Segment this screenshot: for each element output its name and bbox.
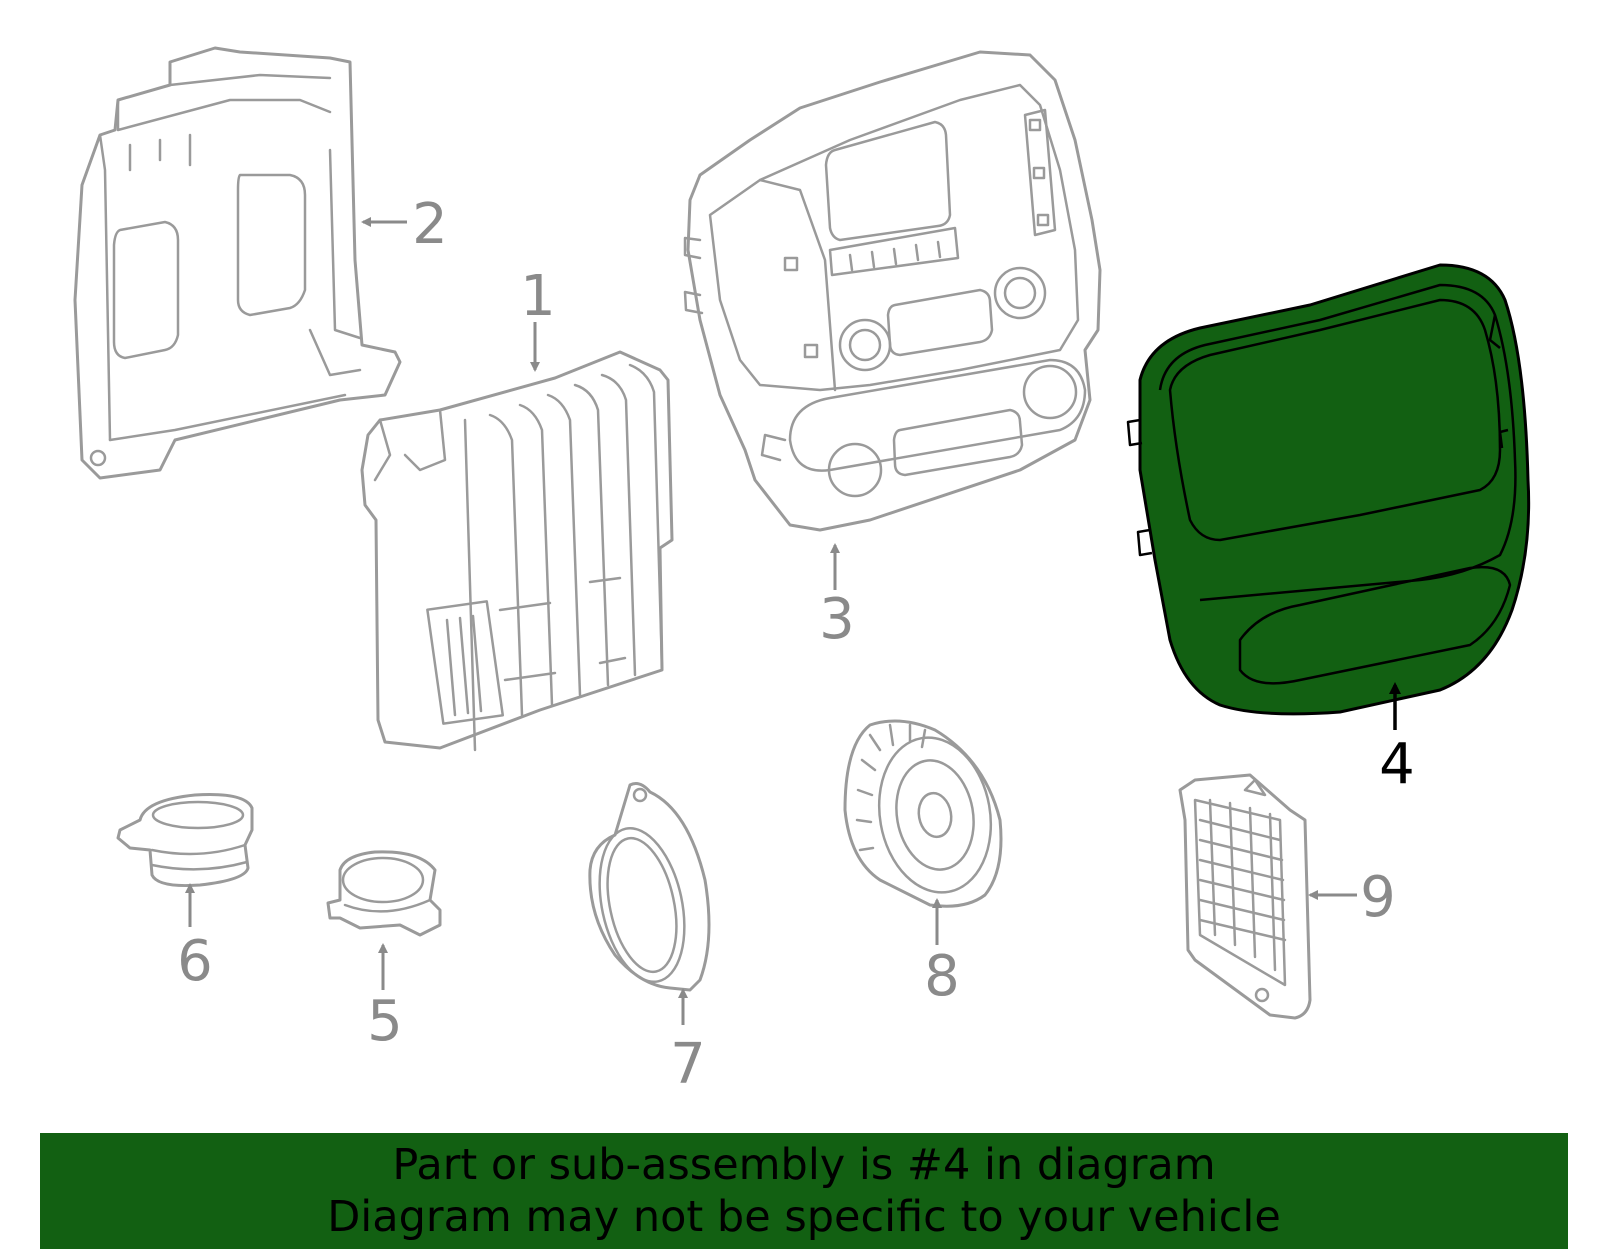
callout-7: 7 [670,1032,706,1097]
callout-3: 3 [819,587,855,652]
part-1-module [360,350,674,752]
info-banner: Part or sub-assembly is #4 in diagram Di… [40,1133,1568,1249]
parts-diagram: 1 2 3 4 5 6 7 8 9 [73,46,1531,1097]
part-4-bezel [1126,263,1531,716]
callout-8: 8 [924,944,960,1009]
callout-2: 2 [412,192,448,257]
callout-1: 1 [520,264,556,329]
part-6-speaker [116,793,254,887]
callout-5: 5 [367,989,403,1054]
callout-9: 9 [1360,865,1396,930]
part-8-speaker [843,719,1003,908]
callout-4: 4 [1379,732,1415,797]
callout-6: 6 [177,929,213,994]
part-9-amplifier [1178,773,1312,1020]
banner-line-disclaimer: Diagram may not be specific to your vehi… [327,1192,1281,1242]
part-3-radio-panel [683,50,1102,532]
part-2-bracket [73,46,402,480]
leader-lines [185,217,1401,1025]
part-5-tweeter [326,850,442,937]
part-7-speaker-ring [588,782,711,992]
callout-labels: 1 2 3 4 5 6 7 8 9 [177,192,1415,1097]
banner-line-part: Part or sub-assembly is #4 in diagram [392,1140,1216,1190]
